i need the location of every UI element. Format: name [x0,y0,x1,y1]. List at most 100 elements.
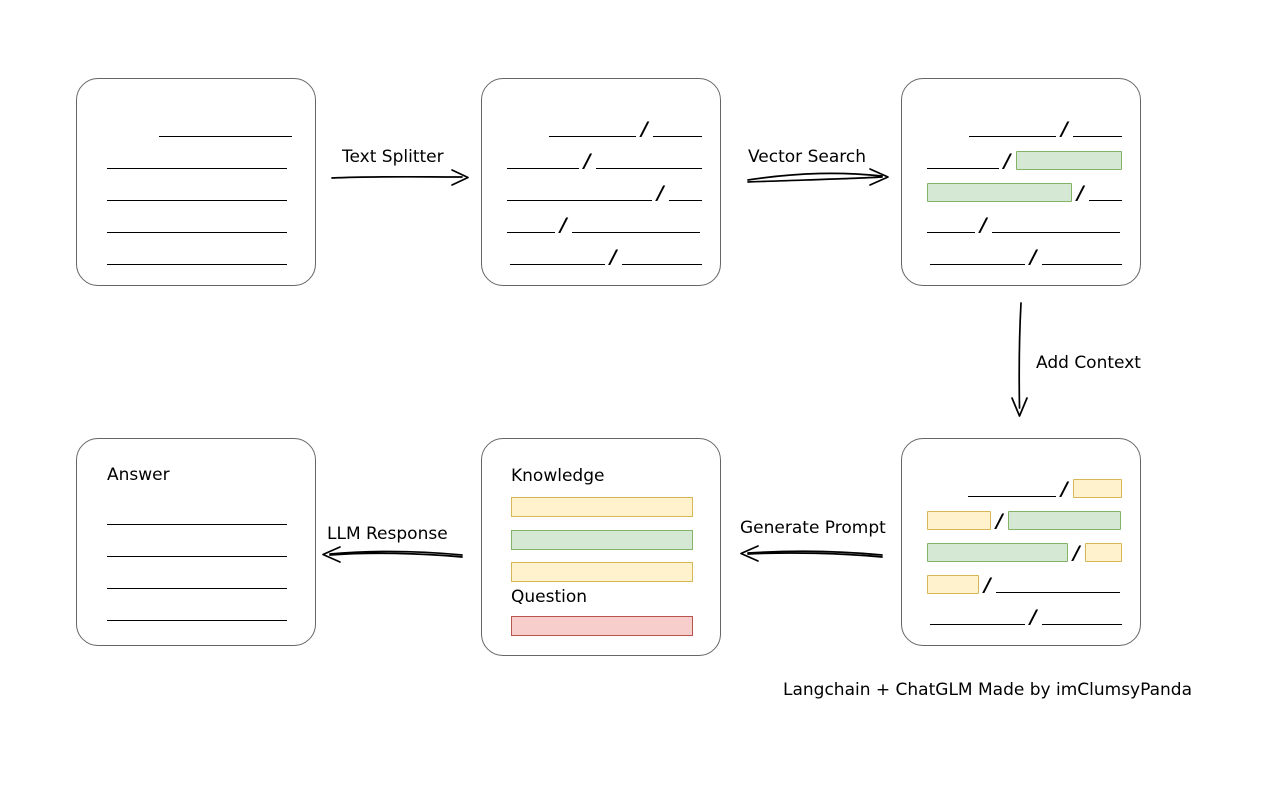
text-underline-segment [1088,181,1122,203]
text-line-row: / [927,213,1122,235]
slash-separator: / [1029,245,1037,268]
knowledge-bar-3 [511,562,693,582]
slash-separator: / [609,245,617,268]
line-indent-gap [507,128,549,129]
text-underline-segment [1041,245,1123,267]
text-line-row: / [927,605,1123,628]
vector-search-arrow [747,168,889,186]
add-context-label: Add Context [1036,353,1141,373]
text-line-row: / [507,149,703,172]
llm-response-label: LLM Response [327,524,448,544]
text-splitter-label: Text Splitter [342,147,444,167]
llm-response-arrow [322,546,463,563]
text-underline-segment [653,117,702,139]
text-line-row: / [927,477,1122,499]
answer-box[interactable]: Answer [76,438,316,646]
text-underline-segment [668,181,702,203]
answer-label: Answer [107,465,170,485]
highlight-chip-green [1007,510,1121,530]
slash-separator: / [1061,477,1068,500]
text-line-row: / [507,181,702,203]
slash-separator: / [984,573,991,596]
line-indent-gap [107,128,159,129]
text-line-row [107,181,292,203]
split-document-box[interactable]: / / / / / [481,78,721,286]
slash-separator: / [980,213,987,236]
line-indent-gap [927,488,968,489]
text-underline-segment [929,245,1025,267]
highlight-chip-yellow [927,574,979,594]
add-context-arrow [1011,302,1028,417]
text-line-row: / [927,149,1122,171]
text-underline-segment [1041,605,1123,627]
highlight-chip-green [927,182,1072,202]
text-underline-segment [107,601,287,623]
slash-separator: / [641,117,649,140]
knowledge-bar-2 [511,530,693,550]
text-line-row: / [927,181,1122,203]
text-underline-segment [107,181,287,203]
text-line-row [107,601,292,623]
text-line-row: / [507,117,702,139]
text-line-row: / [927,117,1122,139]
vector-search-label: Vector Search [748,147,866,167]
slash-separator: / [1061,117,1069,140]
highlight-chip-yellow [1085,542,1122,562]
text-underline-segment [929,605,1025,627]
line-indent-gap [927,128,969,129]
text-underline-segment [548,117,637,139]
slash-separator: / [1003,149,1011,172]
text-underline-segment [107,537,287,559]
text-underline-segment [571,213,700,235]
text-line-row: / [507,245,703,268]
highlight-chip-yellow [927,510,991,530]
slash-separator: / [1029,605,1037,628]
text-underline-segment [158,117,293,139]
highlight-chip-yellow [1073,478,1122,498]
split-document-rows: / / / / / [507,117,703,268]
text-underline-segment [507,149,579,171]
text-line-row [107,245,292,267]
text-underline-segment [621,245,703,267]
matched-document-box[interactable]: / / / / / [901,78,1141,286]
text-underline-segment [507,181,652,203]
highlight-chip-green [927,542,1069,562]
answer-rows [107,505,292,623]
text-underline-segment [107,245,287,267]
knowledge-bar-1 [511,497,693,517]
slash-separator: / [657,181,664,204]
text-underline-segment [107,149,287,171]
text-underline-segment [107,505,287,527]
text-underline-segment [995,573,1120,595]
question-bar-1 [511,616,693,636]
highlight-chip-green [1015,150,1122,170]
context-document-box[interactable]: / / / / / [901,438,1141,646]
text-line-row [107,213,292,235]
knowledge-label: Knowledge [511,466,605,486]
text-underline-segment [507,213,555,235]
slash-separator: / [1073,541,1080,564]
text-underline-segment [927,213,975,235]
slash-separator: / [560,213,567,236]
source-document-box[interactable] [76,78,316,286]
text-line-row: / [927,245,1123,268]
text-underline-segment [991,213,1120,235]
question-label: Question [511,587,588,607]
generate-prompt-label: Generate Prompt [740,518,886,538]
text-underline-segment [509,245,605,267]
slash-separator: / [583,149,591,172]
text-underline-segment [927,149,999,171]
source-document-rows [107,117,293,267]
text-line-row [107,505,292,527]
text-underline-segment [107,569,287,591]
prompt-box[interactable]: Knowledge Question [481,438,721,656]
text-underline-segment [595,149,703,171]
matched-document-rows: / / / / / [927,117,1123,268]
text-underline-segment [107,213,287,235]
text-line-row [107,117,293,139]
generate-prompt-arrow [740,545,883,562]
slash-separator: / [996,509,1003,532]
text-line-row [107,537,292,559]
slash-separator: / [1077,181,1084,204]
